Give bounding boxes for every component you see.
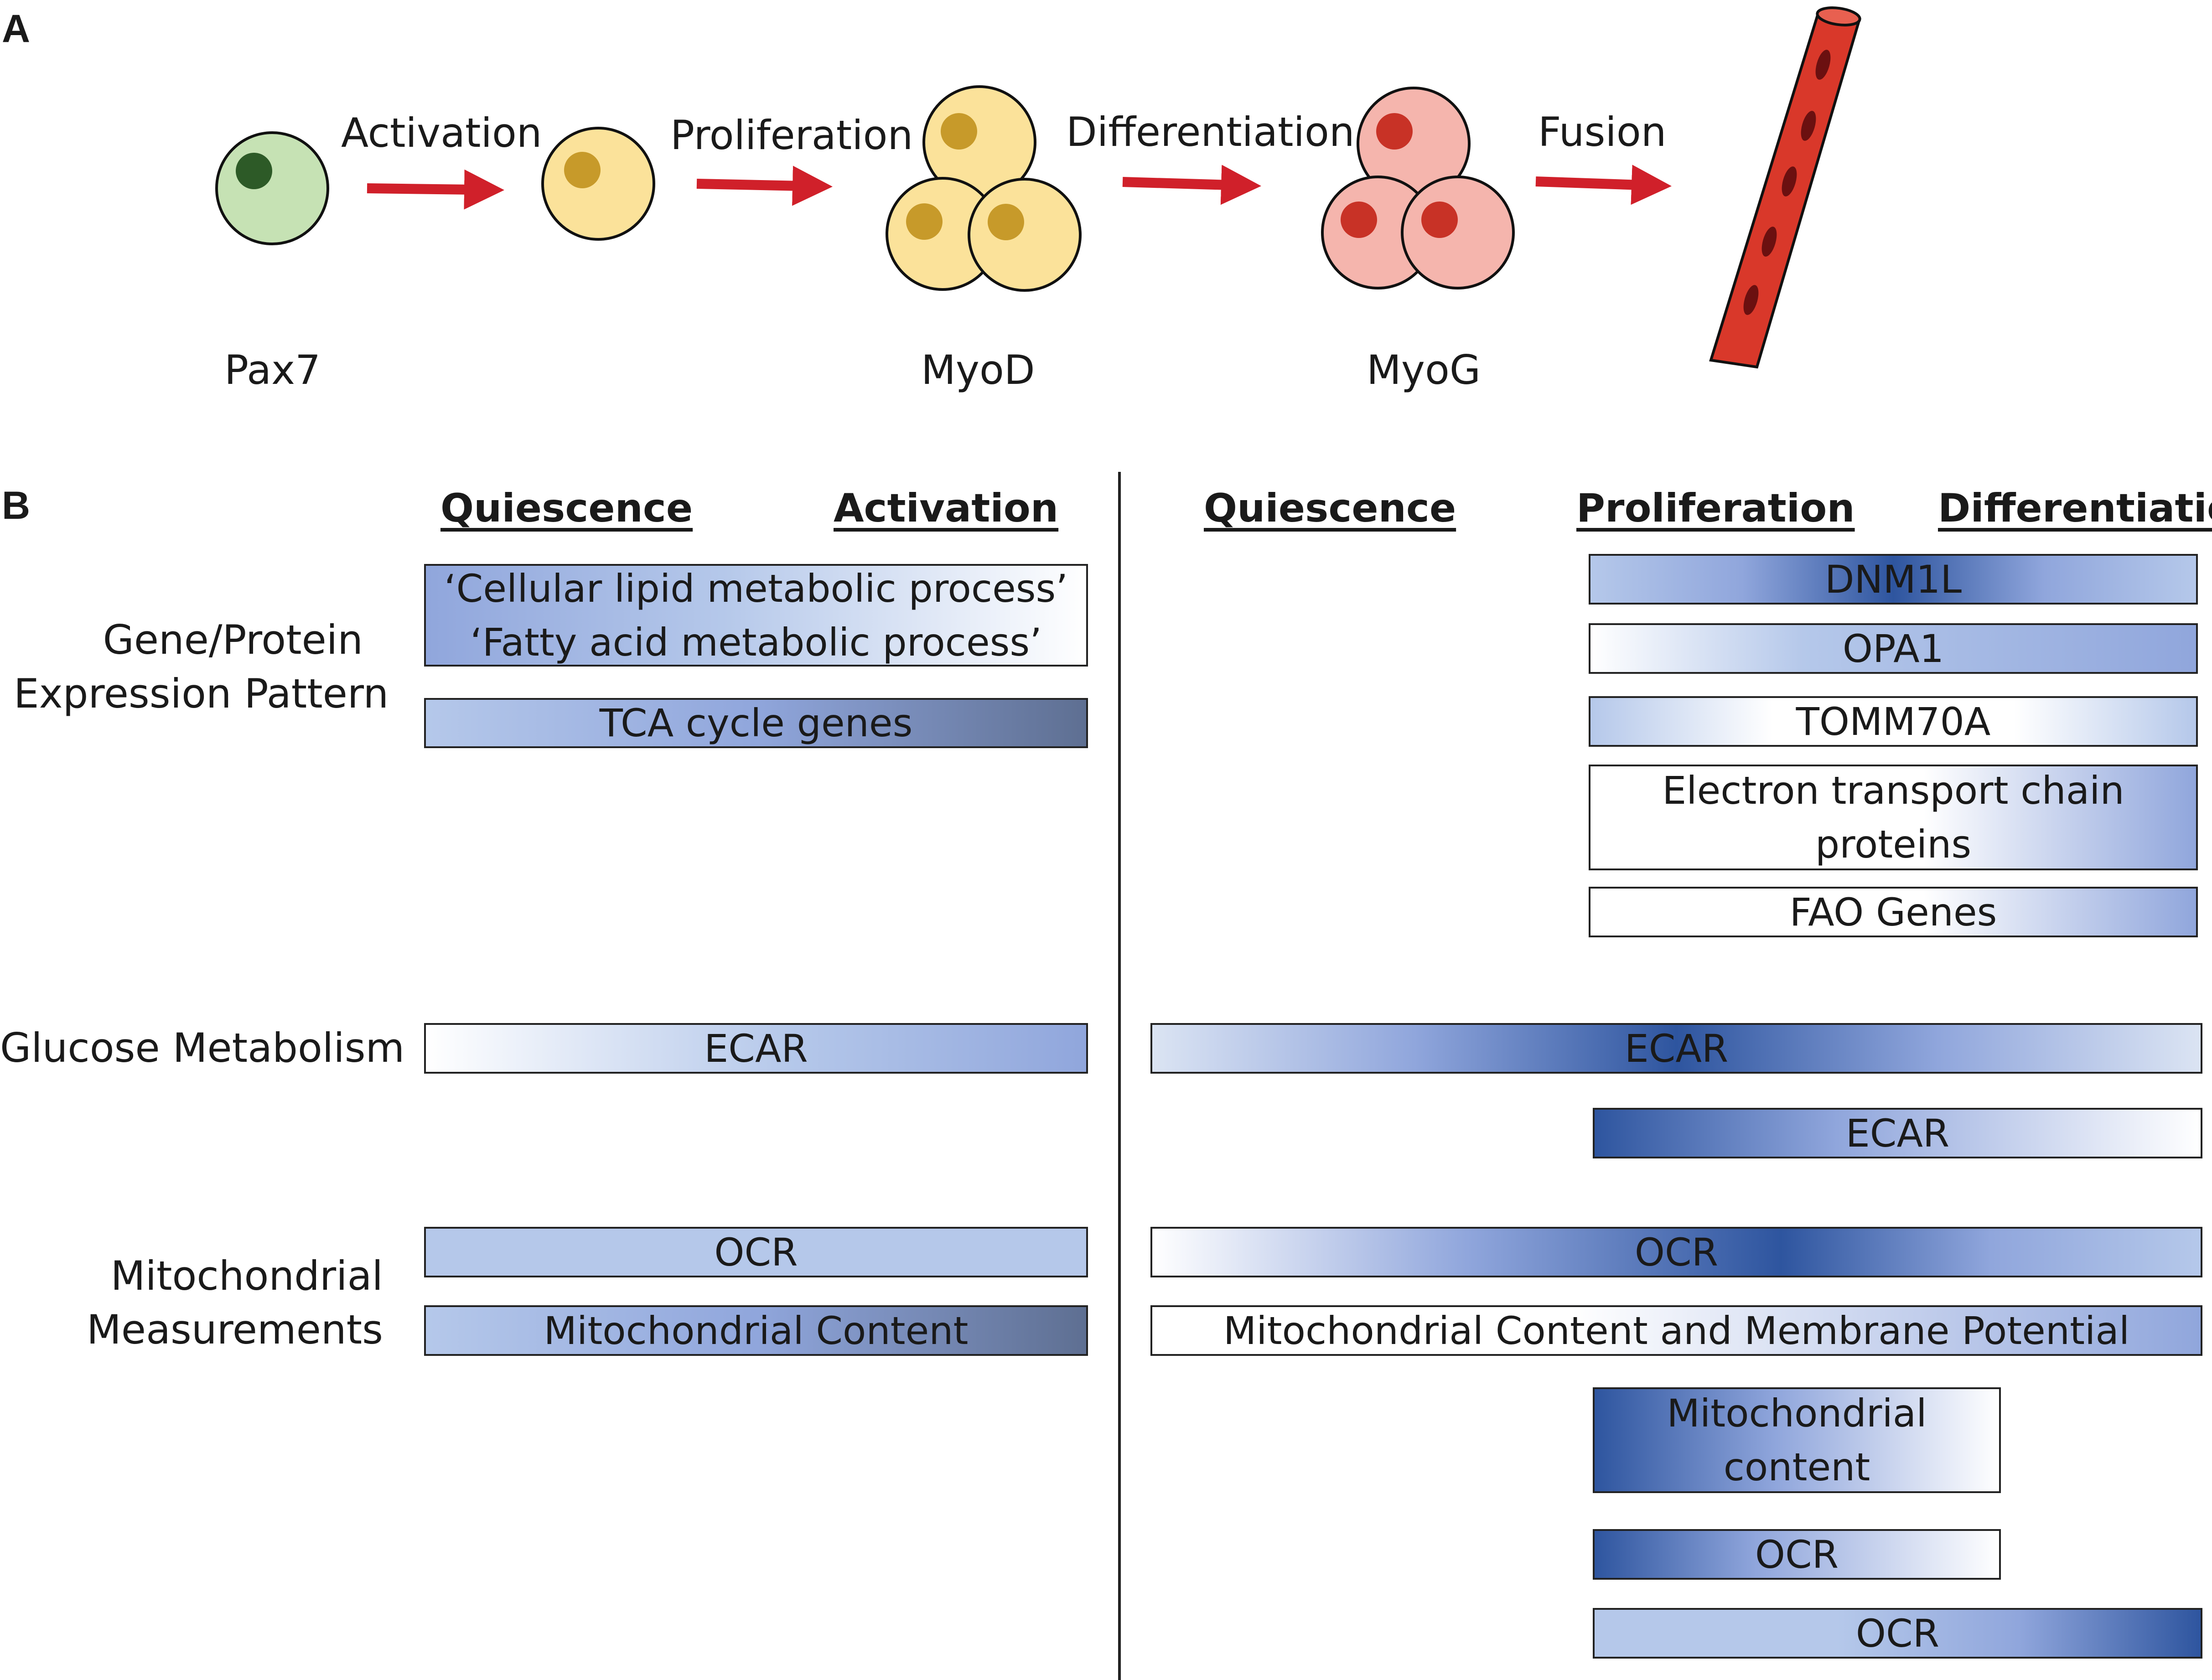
bar-mito-content-short: Mitochondrial content (1593, 1387, 2001, 1493)
header-right-proliferation: Proliferation (1576, 486, 1855, 531)
row-label-gene-protein-line1: Gene/Protein (103, 616, 363, 663)
row-label-gene-protein: Gene/Protein Expression Pattern (14, 613, 389, 721)
bar-tomm70a: TOMM70A (1589, 696, 2198, 747)
row-label-mito-line2: Measurements (87, 1306, 383, 1353)
panel-a-letter: A (2, 7, 31, 51)
header-left-activation: Activation (834, 486, 1059, 531)
bar-etc-line1: Electron transport chain (1662, 768, 2124, 813)
row-label-mitochondrial: Mitochondrial Measurements (14, 1249, 383, 1357)
header-right-differentiation: Differentiation (1938, 486, 2212, 531)
quiescent-satellite-cell (215, 131, 329, 245)
row-label-mito-line1: Mitochondrial (110, 1252, 383, 1299)
bar-lipid-metabolism: ‘Cellular lipid metabolic process’ ‘Fatt… (424, 564, 1088, 667)
step-label-fusion: Fusion (1538, 109, 1667, 155)
bar-tca-cycle-genes: TCA cycle genes (424, 698, 1088, 748)
proliferation-arrow (696, 165, 833, 206)
myogenesis-diagram (215, 6, 1861, 369)
activated-cell (541, 127, 655, 241)
panel-b-letter: B (2, 484, 31, 527)
myofiber (1709, 6, 1861, 369)
bar-ocr-long: OCR (1593, 1608, 2202, 1659)
bar-fao-genes: FAO Genes (1589, 887, 2198, 937)
fusion-arrow (1535, 165, 1672, 205)
marker-label-myog: MyoG (1367, 346, 1481, 393)
bar-etc-line2: proteins (1815, 822, 1972, 867)
bar-ecar-right-short: ECAR (1593, 1108, 2202, 1158)
bar-ocr-short: OCR (1593, 1529, 2001, 1580)
bar-opa1: OPA1 (1589, 623, 2198, 674)
header-right-quiescence: Quiescence (1204, 486, 1456, 531)
bar-mito-content-membrane-potential: Mitochondrial Content and Membrane Poten… (1150, 1305, 2202, 1356)
bar-ocr-left: OCR (424, 1227, 1088, 1277)
bar-lipid-line1: ‘Cellular lipid metabolic process’ (444, 566, 1068, 611)
bar-ecar-left: ECAR (424, 1023, 1088, 1074)
bar-mito-short-line2: content (1723, 1445, 1870, 1489)
bar-mito-content-left: Mitochondrial Content (424, 1305, 1088, 1356)
marker-label-myod: MyoD (921, 346, 1035, 393)
bar-electron-transport-chain: Electron transport chain proteins (1589, 765, 2198, 870)
differentiation-arrow (1122, 165, 1261, 205)
differentiating-cell-cluster (1321, 87, 1515, 289)
proliferating-cell-cluster (886, 85, 1082, 292)
bar-ecar-right-wide: ECAR (1150, 1023, 2202, 1074)
activation-arrow (367, 169, 504, 210)
bar-lipid-line2: ‘Fatty acid metabolic process’ (470, 620, 1042, 665)
bar-dnm1l: DNM1L (1589, 554, 2198, 605)
panel-b-divider (1118, 472, 1121, 1680)
row-label-gene-protein-line2: Expression Pattern (14, 670, 389, 717)
row-label-glucose: Glucose Metabolism (0, 1024, 405, 1071)
step-label-proliferation: Proliferation (670, 112, 913, 159)
step-label-activation: Activation (341, 109, 542, 156)
bar-mito-short-line1: Mitochondrial (1667, 1391, 1927, 1436)
marker-label-pax7: Pax7 (224, 346, 321, 393)
step-label-differentiation: Differentiation (1066, 109, 1355, 155)
bar-ocr-right-wide: OCR (1150, 1227, 2202, 1277)
header-left-quiescence: Quiescence (440, 486, 693, 531)
